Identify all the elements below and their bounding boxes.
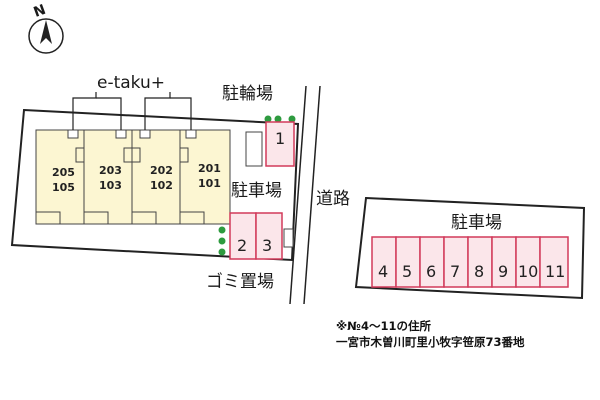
parking-slot: [539, 236, 569, 288]
parking-slot: [371, 236, 397, 288]
unit-lower: 103: [99, 179, 122, 192]
building-name: e-taku+: [97, 73, 165, 93]
building-name-bracket: [72, 92, 192, 130]
parking-slot-number: 10: [518, 262, 538, 281]
parking-row-right: [371, 236, 569, 288]
road-edge-left: [289, 85, 307, 305]
parking-slot-number: 1: [275, 129, 285, 148]
parking-slot-number: 6: [426, 262, 436, 281]
bicycle-parking-label: 駐輪場: [222, 84, 273, 104]
parking-slot-number: 9: [498, 262, 508, 281]
parking-slot-number: 5: [402, 262, 412, 281]
north-arrow-icon: N: [28, 2, 64, 54]
unit-lower: 101: [198, 177, 221, 190]
parking-slot: [467, 236, 493, 288]
unit-upper: 205: [52, 166, 75, 179]
building: [35, 129, 231, 225]
unit-upper: 203: [99, 164, 122, 177]
parking-slot: [265, 121, 295, 167]
parking-slot: [255, 212, 283, 260]
parking-slot-number: 3: [262, 236, 272, 255]
parking-label-left: 駐車場: [231, 181, 282, 201]
road-label: 道路: [316, 189, 350, 209]
bicycle-rack: [245, 131, 263, 167]
parking-label-right: 駐車場: [451, 213, 502, 233]
unit-lower: 102: [150, 179, 173, 192]
road-edge-right: [303, 85, 321, 305]
garbage-label: ゴミ置場: [206, 271, 274, 292]
gate: [283, 228, 294, 248]
address-note-line1: ※№4～11の住所: [336, 319, 432, 333]
shrub-icon: [218, 115, 296, 256]
parking-slot: [443, 236, 469, 288]
parking-slot: [229, 212, 257, 260]
unit-upper: 201: [198, 162, 221, 175]
unit-lower: 105: [52, 181, 75, 194]
parking-slot-number: 8: [474, 262, 484, 281]
parking-slot: [395, 236, 421, 288]
unit-upper: 202: [150, 164, 173, 177]
parking-slot-number: 7: [450, 262, 460, 281]
address-note-line2: 一宮市木曽川町里小牧字笹原73番地: [336, 335, 525, 349]
north-label: N: [32, 2, 48, 21]
parking-slot-number: 4: [378, 262, 388, 281]
parking-slot-number: 2: [237, 236, 247, 255]
parking-slot-number: 11: [545, 262, 565, 281]
parking-slot: [491, 236, 517, 288]
